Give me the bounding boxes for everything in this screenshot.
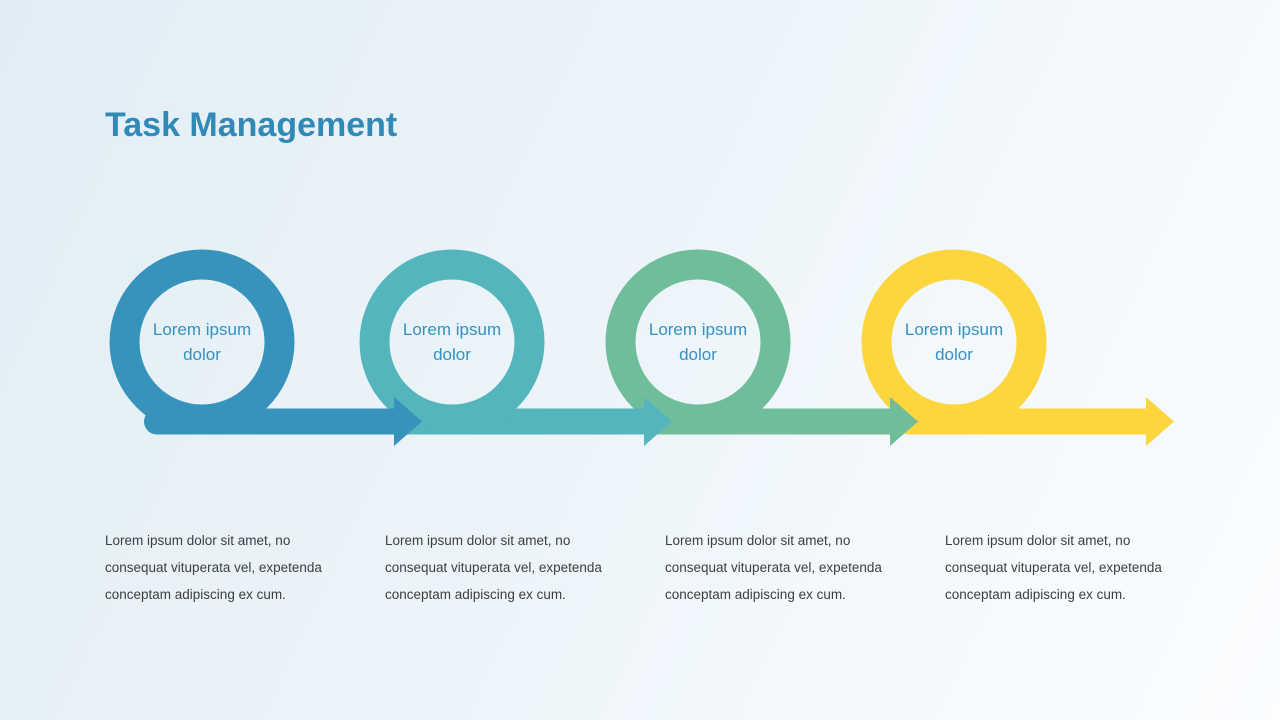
step-4-label: Lorem ipsum dolor (904, 320, 1004, 364)
step-3-loop-ring (605, 249, 791, 435)
step-4-loop-ring (861, 249, 1047, 435)
step-4-loop-arrow (861, 249, 1174, 446)
step-4-arrow-head-icon (1146, 397, 1174, 446)
step-1-loop-arrow (109, 249, 422, 446)
step-3-loop-arrow (605, 249, 918, 446)
step-2-loop-ring (359, 249, 545, 435)
step-3-label: Lorem ipsum dolor (648, 320, 748, 364)
step-1-label: Lorem ipsum dolor (152, 320, 252, 364)
step-2-description: Lorem ipsum dolor sit amet, no consequat… (385, 533, 602, 602)
step-1-loop-ring (109, 249, 295, 435)
step-3-arrow-head-icon (890, 397, 918, 446)
step-2-loop-arrow (359, 249, 672, 446)
step-2-label: Lorem ipsum dolor (402, 320, 502, 364)
step-3-description: Lorem ipsum dolor sit amet, no consequat… (665, 533, 882, 602)
page-title: Task Management (105, 106, 398, 144)
step-1-description: Lorem ipsum dolor sit amet, no consequat… (105, 533, 322, 602)
step-4-description: Lorem ipsum dolor sit amet, no consequat… (945, 533, 1162, 602)
step-2-arrow-head-icon (644, 397, 672, 446)
step-1-arrow-head-icon (394, 397, 422, 446)
